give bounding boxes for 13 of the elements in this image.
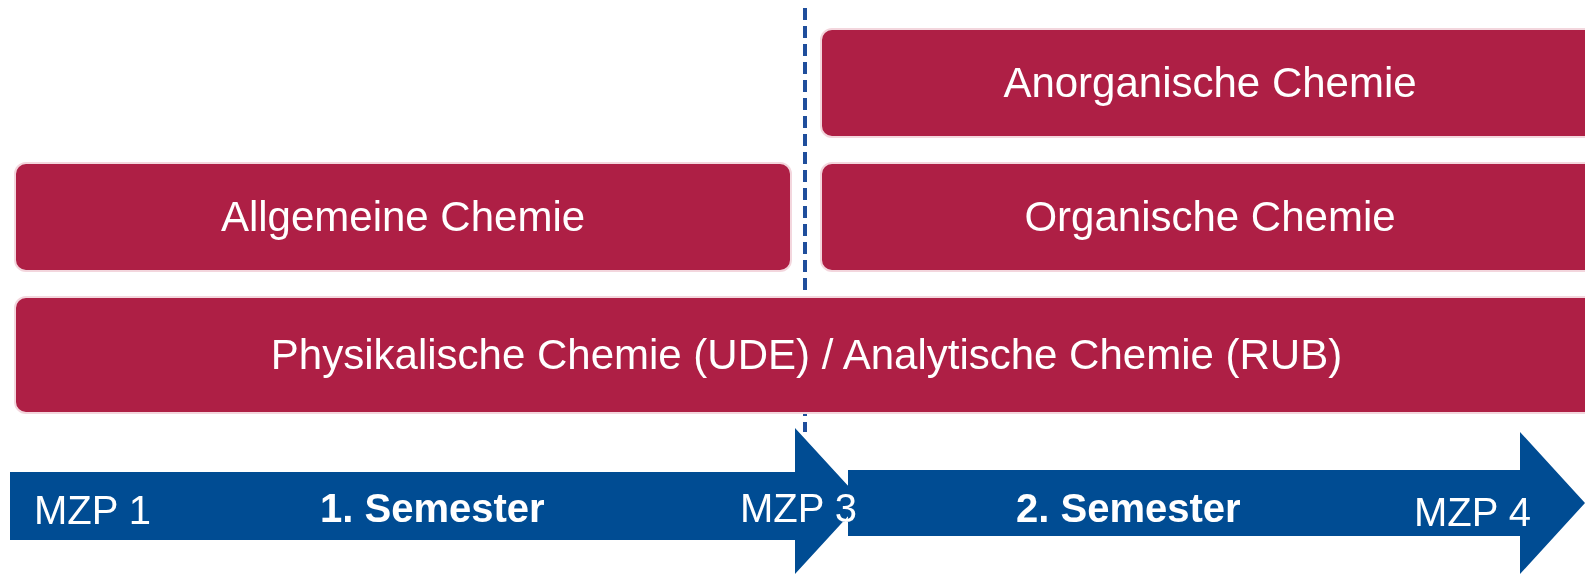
course-title: Allgemeine Chemie bbox=[220, 193, 586, 241]
course-box bbox=[820, 28, 1585, 138]
course-title: Anorganische Chemie bbox=[1003, 59, 1417, 107]
label-text: MZP 3 bbox=[740, 488, 858, 528]
course-box bbox=[14, 162, 792, 272]
course-box bbox=[820, 162, 1585, 272]
semester-label: 1. Semester bbox=[320, 488, 545, 528]
label-text: MZP 1 bbox=[34, 490, 152, 530]
course-title: Physikalische Chemie (UDE) / Analytische Chemie (RUB) bbox=[270, 331, 1343, 379]
label-text: MZP 4 bbox=[1414, 492, 1532, 532]
semester-label: 2. Semester bbox=[1016, 488, 1241, 528]
course-box bbox=[14, 296, 1585, 414]
course-title: Organische Chemie bbox=[1024, 193, 1396, 241]
